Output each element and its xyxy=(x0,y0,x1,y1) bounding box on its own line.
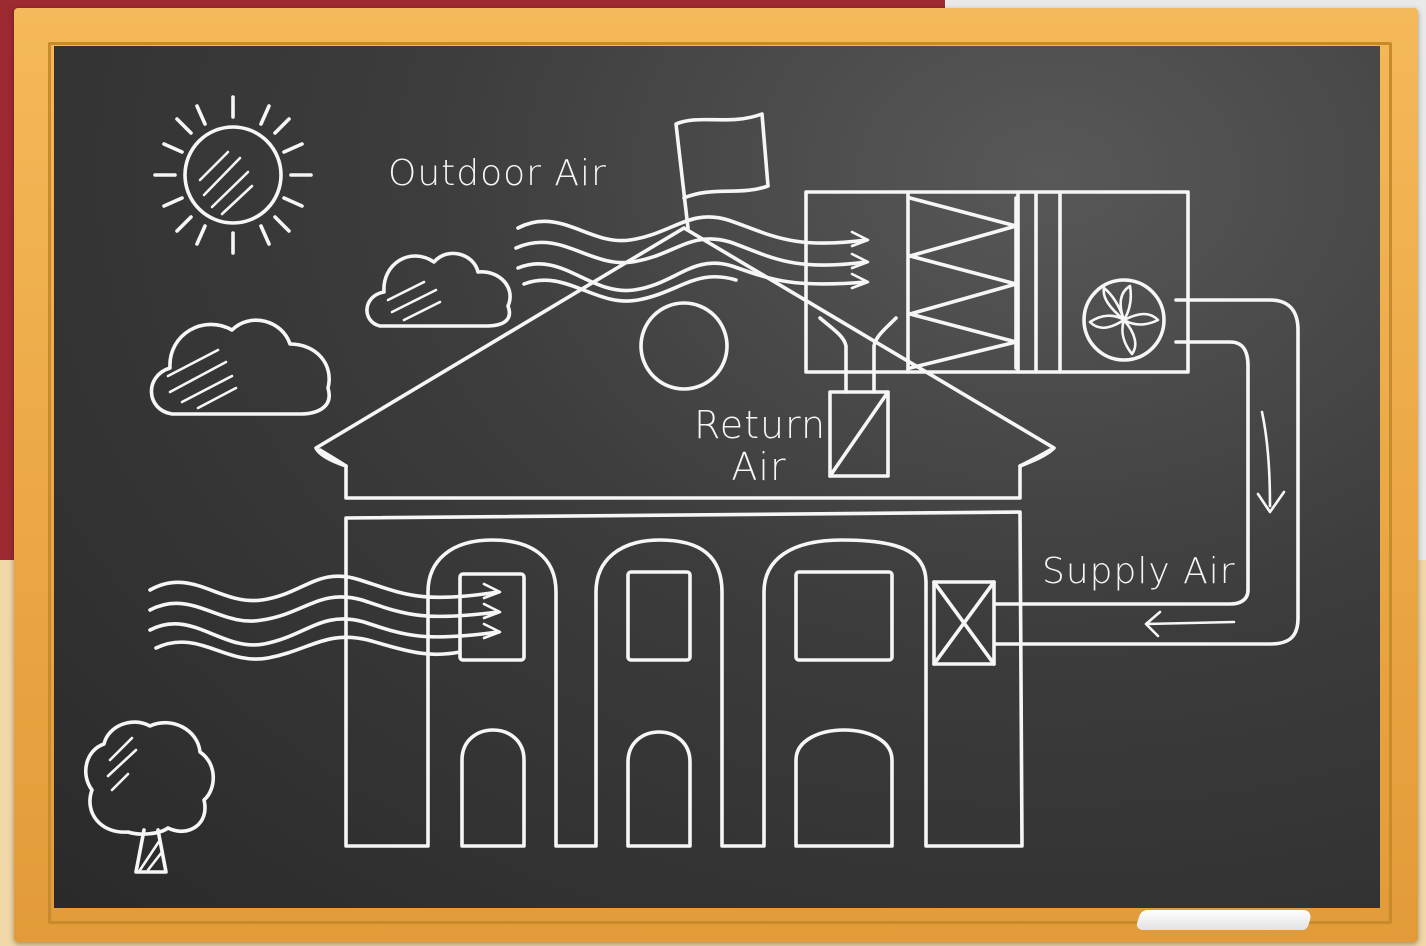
tree-icon xyxy=(86,722,214,872)
building-roof xyxy=(316,228,1054,498)
outdoor-air-label: Outdoor Air xyxy=(388,156,607,192)
fan-icon xyxy=(1084,280,1164,360)
return-air-label-line2: Air xyxy=(694,446,824,488)
cloud-icon xyxy=(151,320,329,414)
infiltration-air-waves xyxy=(150,576,500,659)
outdoor-air-waves xyxy=(516,217,868,301)
damper-icon xyxy=(934,582,994,664)
supply-air-label: Supply Air xyxy=(1042,554,1236,590)
return-air-damper xyxy=(830,392,888,476)
flag-icon xyxy=(676,114,768,228)
cloud-icon xyxy=(367,253,510,326)
building-body xyxy=(346,512,1022,846)
sun-icon xyxy=(155,97,311,253)
return-air-label: Return Air xyxy=(694,404,824,488)
return-air-label-line1: Return xyxy=(694,404,824,446)
